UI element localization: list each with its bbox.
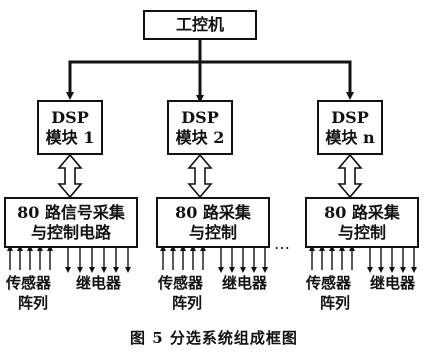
sensor-label-2: 传感器 bbox=[158, 274, 204, 292]
sensor-label-1: 传感器 bbox=[6, 274, 52, 292]
sensor-array-label-2: 阵列 bbox=[172, 294, 203, 312]
dsp-module-1: DSP 模块 1 bbox=[37, 100, 103, 155]
dsp-module-n: DSP 模块 n bbox=[317, 100, 383, 155]
io-arrows-group-1 bbox=[7, 245, 131, 273]
bus-arrow-dsp-n bbox=[200, 60, 354, 100]
relay-label-2: 继电器 bbox=[222, 274, 268, 292]
sensor-array-label-1: 阵列 bbox=[18, 294, 49, 312]
relay-label-n: 继电器 bbox=[370, 274, 416, 292]
hollow-double-arrow-n bbox=[337, 153, 363, 199]
sensor-label-n: 传感器 bbox=[306, 274, 352, 292]
dsp-module-subtitle: 模块 1 bbox=[45, 127, 95, 147]
figure-caption: 图 5 分选系统组成框图 bbox=[130, 329, 298, 347]
io-board-title: 80 路采集 bbox=[175, 202, 251, 222]
dsp-module-title: DSP bbox=[181, 107, 219, 127]
dsp-module-title: DSP bbox=[51, 107, 89, 127]
dsp-module-title: DSP bbox=[331, 107, 369, 127]
io-board-subtitle: 与控制电路 bbox=[30, 222, 111, 242]
dsp-module-subtitle: 模块 n bbox=[325, 127, 375, 147]
io-board-2: 80 路采集 与控制 bbox=[156, 197, 270, 248]
industrial-pc-label: 工控机 bbox=[175, 15, 224, 34]
dsp-module-2: DSP 模块 2 bbox=[167, 100, 233, 155]
ellipsis-more-modules: … bbox=[274, 234, 291, 253]
dsp-link-arrows bbox=[57, 153, 363, 199]
io-board-1: 80 路信号采集 与控制电路 bbox=[4, 197, 138, 248]
relay-label-1: 继电器 bbox=[76, 274, 122, 292]
io-board-title: 80 路信号采集 bbox=[17, 202, 125, 222]
industrial-pc-box: 工控机 bbox=[143, 10, 257, 40]
io-board-n: 80 路采集 与控制 bbox=[305, 197, 419, 248]
io-board-title: 80 路采集 bbox=[324, 202, 400, 222]
bus-arrow-dsp-1 bbox=[66, 60, 200, 100]
sensor-array-label-n: 阵列 bbox=[320, 294, 351, 312]
io-arrows-group-2 bbox=[160, 245, 268, 273]
dsp-module-subtitle: 模块 2 bbox=[175, 127, 225, 147]
hollow-double-arrow-2 bbox=[187, 153, 213, 199]
control-bus bbox=[66, 40, 354, 103]
io-board-subtitle: 与控制 bbox=[188, 222, 237, 242]
io-arrows-group-n bbox=[309, 245, 417, 273]
hollow-double-arrow-1 bbox=[57, 153, 83, 199]
io-board-subtitle: 与控制 bbox=[337, 222, 386, 242]
